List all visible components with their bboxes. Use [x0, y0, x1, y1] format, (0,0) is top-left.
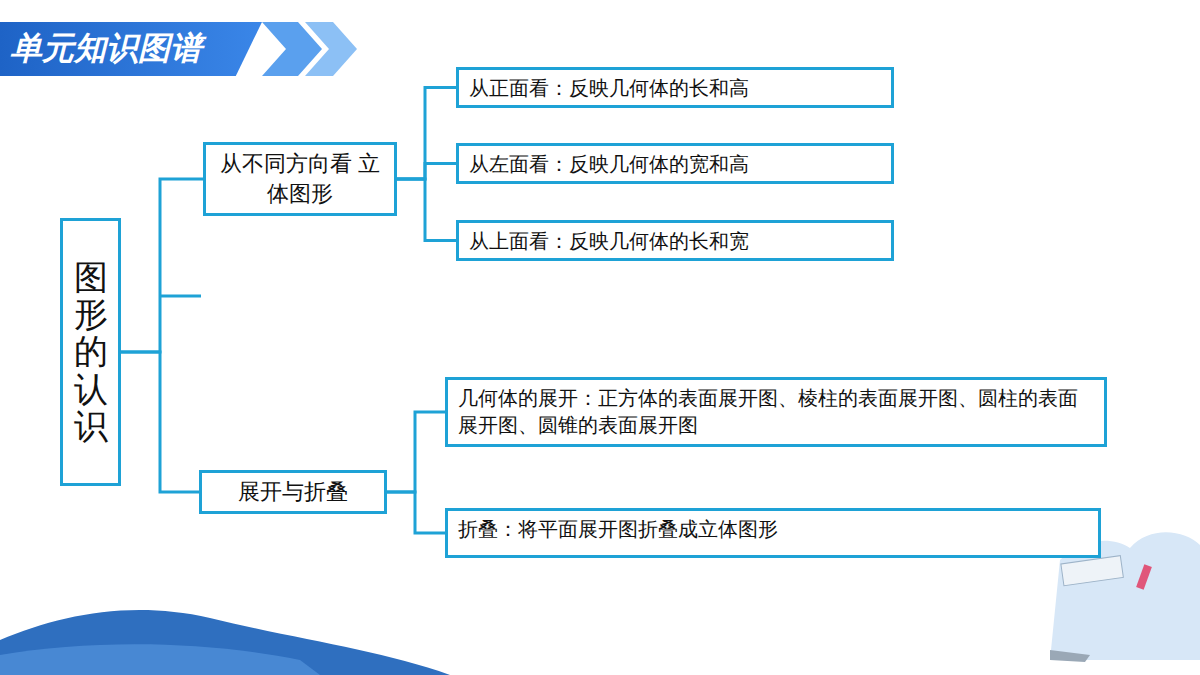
vertical-label: 图形的认识: [74, 259, 108, 446]
node-label: 从上面看：反映几何体的长和宽: [469, 228, 749, 255]
title-banner: 单元知识图谱: [0, 22, 262, 76]
node-label: 展开与折叠: [238, 477, 348, 507]
tree-connector: [121, 179, 203, 352]
stub-branch: [160, 295, 201, 298]
pencil-icon: [1136, 564, 1152, 589]
tree-connector: [397, 164, 456, 180]
detail-box: 从左面看：反映几何体的宽和高: [456, 143, 894, 184]
node-label: 从左面看：反映几何体的宽和高: [469, 151, 749, 178]
detail-box: 从上面看：反映几何体的长和宽: [456, 220, 894, 261]
wave: [0, 644, 320, 675]
node-label: 从不同方向看 立体图形: [218, 149, 382, 208]
detail-box: 折叠：将平面展开图折叠成立体图形: [445, 508, 1101, 558]
tree-connector: [387, 412, 445, 492]
tree-connector: [397, 88, 456, 180]
detail-box: 从正面看：反映几何体的长和高: [456, 67, 894, 108]
detail-box: 几何体的展开：正方体的表面展开图、棱柱的表面展开图、圆柱的表面展开图、圆锥的表面…: [445, 377, 1107, 447]
chevron: [305, 22, 357, 76]
topic-box: 从不同方向看 立体图形: [203, 142, 397, 216]
book-icon: [1061, 556, 1123, 586]
node-label: 从正面看：反映几何体的长和高: [469, 75, 749, 102]
wave: [0, 610, 450, 675]
node-label: 折叠：将平面展开图折叠成立体图形: [458, 516, 778, 543]
title-text: 单元知识图谱: [0, 27, 202, 71]
pen-icon: [1050, 650, 1090, 662]
tree-connector: [387, 492, 445, 533]
tree-connector: [121, 352, 199, 492]
topic-box: 展开与折叠: [199, 470, 387, 514]
node-label: 几何体的展开：正方体的表面展开图、棱柱的表面展开图、圆柱的表面展开图、圆锥的表面…: [458, 385, 1094, 439]
root-box: 图形的认识: [60, 218, 121, 486]
tree-connector: [397, 179, 456, 241]
